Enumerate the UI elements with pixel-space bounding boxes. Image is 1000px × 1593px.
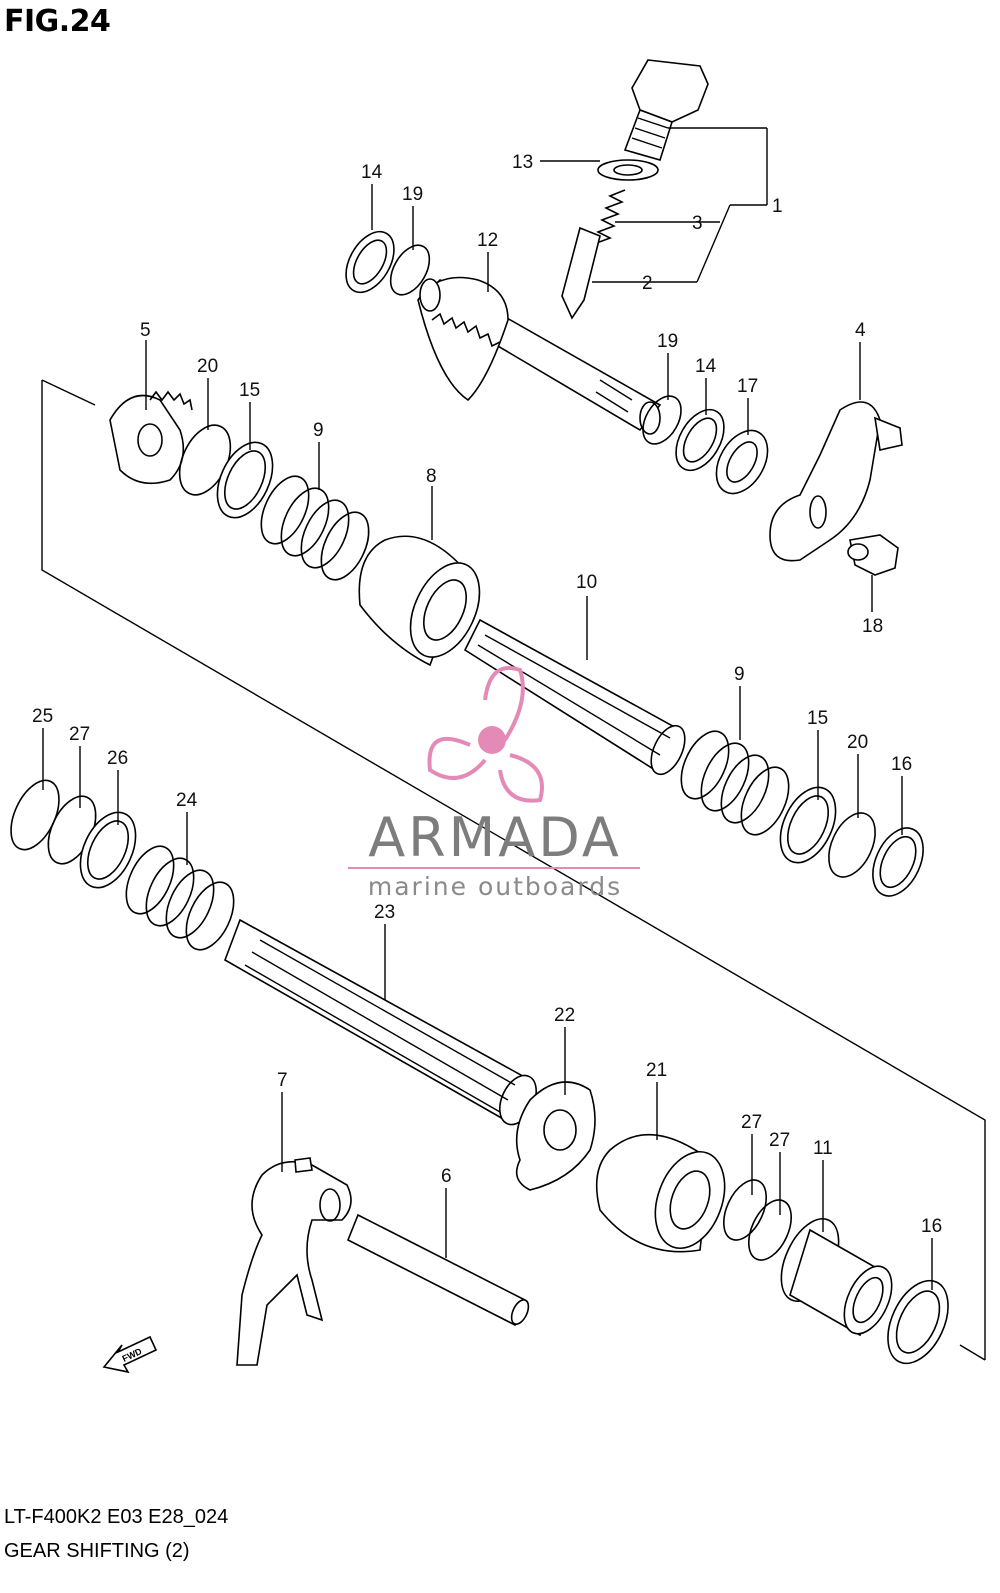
part-21-drum	[595, 1133, 726, 1253]
callout-19-top: 19	[402, 184, 423, 205]
part-22-plate	[515, 1081, 596, 1191]
callout-16-lower: 16	[921, 1216, 942, 1237]
part-5-gear	[109, 390, 193, 485]
callout-12: 12	[477, 230, 498, 251]
callout-19-mid: 19	[657, 331, 678, 352]
callout-21: 21	[646, 1060, 667, 1081]
part-20-circlip-right	[828, 812, 876, 878]
callout-7: 7	[277, 1070, 288, 1091]
part-11-bushing	[780, 1218, 893, 1337]
part-8-drum	[358, 535, 481, 667]
callout-27-right: 27	[769, 1130, 790, 1151]
callout-14-mid: 14	[695, 356, 717, 377]
callout-22: 22	[554, 1005, 575, 1026]
fwd-arrow-icon: FWD	[102, 1335, 158, 1374]
callout-6: 6	[441, 1166, 452, 1187]
part-13-washer	[597, 159, 659, 181]
part-19-circlip-top	[389, 244, 431, 296]
part-6-rod	[346, 1213, 530, 1327]
watermark-tagline: marine outboards	[367, 872, 623, 901]
callout-4: 4	[855, 320, 866, 341]
callout-15-right: 15	[807, 708, 828, 729]
callout-13: 13	[512, 152, 533, 173]
callout-8: 8	[426, 466, 437, 487]
callout-16-upper: 16	[891, 754, 912, 775]
part-1-bolt	[623, 59, 709, 161]
part-3-spring	[593, 189, 626, 245]
part-26-washer	[79, 811, 137, 889]
part-18-bolt	[847, 534, 899, 576]
callout-25: 25	[32, 706, 53, 727]
part-19-circlip-mid	[642, 395, 682, 445]
part-16-washer-lower	[887, 1279, 949, 1365]
part-23-shaft	[224, 918, 537, 1126]
part-14-washer-top	[345, 230, 395, 294]
part-2-pin	[561, 226, 601, 320]
callout-26: 26	[107, 748, 128, 769]
part-9-spring-right	[680, 730, 790, 836]
callout-17: 17	[737, 376, 758, 397]
part-4-shift-arm	[769, 401, 903, 562]
watermark-brand: ARMADA	[368, 806, 622, 869]
armada-propeller-logo	[427, 666, 544, 803]
section-frame	[41, 379, 986, 1361]
part-25-circlip	[10, 779, 60, 851]
part-14-washer-mid	[675, 408, 725, 472]
callout-23: 23	[374, 902, 395, 923]
watermark-divider	[348, 867, 640, 869]
callout-20-right: 20	[847, 732, 868, 753]
part-24-spring	[125, 845, 235, 951]
part-16-washer-upper	[872, 827, 924, 897]
figure-title: FIG.24	[4, 4, 111, 39]
part-10-shaft	[463, 618, 686, 776]
part-9-spring-left	[260, 475, 370, 581]
part-7-shift-fork	[236, 1157, 352, 1366]
part-12-gear-shaft	[417, 276, 662, 435]
callout-24: 24	[176, 790, 198, 811]
callout-1: 1	[772, 196, 783, 217]
callout-10: 10	[576, 572, 597, 593]
callout-5: 5	[140, 320, 151, 341]
callout-11: 11	[813, 1138, 833, 1159]
callout-20-left: 20	[197, 356, 218, 377]
callout-18: 18	[862, 616, 883, 637]
leader-lines	[42, 127, 933, 1290]
footer-name: GEAR SHIFTING (2)	[4, 1540, 190, 1562]
callout-9-left: 9	[313, 420, 324, 441]
callout-9-right: 9	[734, 664, 745, 685]
callout-15-left: 15	[239, 380, 260, 401]
callout-27-mid: 27	[741, 1112, 762, 1133]
part-27-circlip-right	[748, 1199, 792, 1261]
part-27-circlip-mid	[723, 1179, 767, 1241]
callout-14-top: 14	[361, 162, 383, 183]
part-17-bearing	[715, 429, 769, 495]
callout-27-left: 27	[69, 724, 90, 745]
callout-labels: 1 3 2 13 14 19 12 5 20 15 9 8 10 19 14 1…	[32, 152, 942, 1237]
part-15-washer-right	[779, 786, 837, 864]
callout-3: 3	[692, 213, 703, 234]
footer-code: LT-F400K2 E03 E28_024	[4, 1506, 229, 1528]
part-15-washer-left	[216, 441, 274, 519]
callout-2: 2	[642, 273, 653, 294]
